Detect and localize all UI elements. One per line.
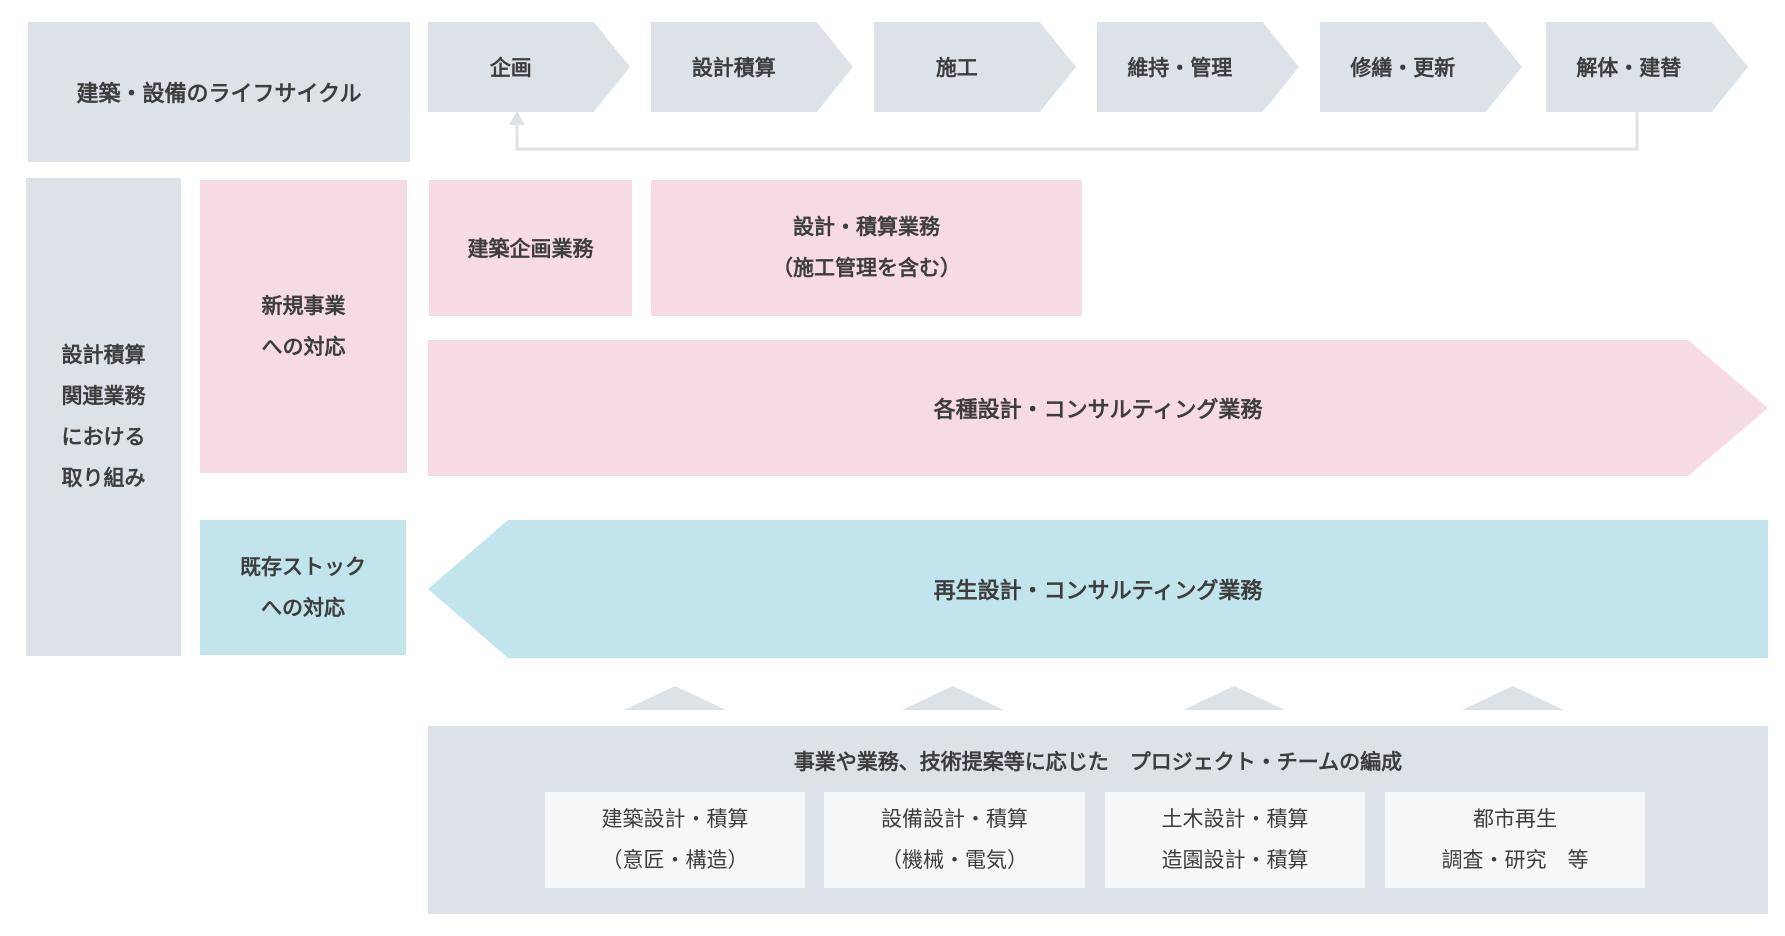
lifecycle-title-box: 建築・設備のライフサイクル	[28, 22, 410, 162]
consulting-arrow-label: 各種設計・コンサルティング業務	[933, 398, 1263, 423]
team-card-architecture: 建築設計・積算 （意匠・構造）	[545, 792, 805, 888]
phase-label: 修繕・更新	[1350, 56, 1456, 80]
phase-label: 設計積算	[691, 56, 776, 80]
existing-stock-label-line: 既存ストック	[240, 554, 366, 579]
team-card-line: （意匠・構造）	[601, 848, 749, 872]
planning-service-label: 建築企画業務	[467, 237, 594, 261]
initiatives-label-line: 設計積算	[61, 343, 146, 367]
initiatives-label-line: における	[61, 425, 146, 449]
phase-label: 施工	[935, 56, 978, 80]
phase-label: 企画	[489, 56, 532, 80]
up-triangle-icon	[902, 686, 1004, 710]
team-card-line: 建築設計・積算	[601, 807, 749, 831]
team-card-line: 都市再生	[1473, 807, 1557, 831]
existing-stock-label-line: への対応	[261, 595, 345, 620]
new-business-label-box: 新規事業 への対応	[200, 180, 407, 473]
up-triangle-icon	[1183, 686, 1285, 710]
regeneration-arrow-label: 再生設計・コンサルティング業務	[933, 579, 1263, 604]
initiatives-label-line: 関連業務	[61, 384, 146, 408]
new-business-label-line: への対応	[261, 334, 346, 359]
team-card-line: 設備設計・積算	[881, 807, 1028, 831]
project-team-heading: 事業や業務、技術提案等に応じた プロジェクト・チームの編成	[793, 750, 1403, 774]
team-card-line: 造園設計・積算	[1161, 848, 1309, 872]
existing-stock-label-box: 既存ストック への対応	[200, 520, 406, 655]
team-card-line: 調査・研究 等	[1441, 848, 1589, 872]
phase-label: 維持・管理	[1127, 56, 1233, 80]
phase-design-estimation: 設計積算	[651, 22, 853, 112]
design-service-line: 設計・積算業務	[793, 215, 940, 239]
phase-construction: 施工	[874, 22, 1076, 112]
design-service-box: 設計・積算業務 （施工管理を含む）	[651, 180, 1082, 316]
planning-service-box: 建築企画業務	[429, 180, 632, 316]
phase-maintenance: 維持・管理	[1097, 22, 1299, 112]
up-triangle-icon	[1462, 686, 1564, 710]
phase-repair-renewal: 修繕・更新	[1320, 22, 1522, 112]
phase-label: 解体・建替	[1576, 56, 1682, 80]
team-card-equipment: 設備設計・積算 （機械・電気）	[824, 792, 1085, 888]
design-service-line: （施工管理を含む）	[772, 256, 961, 280]
phase-planning: 企画	[428, 22, 630, 112]
consulting-arrow: 各種設計・コンサルティング業務	[428, 340, 1768, 476]
team-card-line: （機械・電気）	[881, 848, 1028, 872]
lifecycle-title: 建築・設備のライフサイクル	[76, 82, 362, 107]
new-business-label-line: 新規事業	[261, 293, 346, 318]
initiatives-label-box: 設計積算 関連業務 における 取り組み	[26, 178, 181, 656]
phase-demolition-rebuild: 解体・建替	[1546, 22, 1748, 112]
regeneration-arrow: 再生設計・コンサルティング業務	[428, 520, 1768, 658]
up-triangle-icon	[624, 686, 726, 710]
team-card-urban-research: 都市再生 調査・研究 等	[1385, 792, 1645, 888]
initiatives-label-line: 取り組み	[61, 466, 146, 490]
team-card-civil-landscape: 土木設計・積算 造園設計・積算	[1105, 792, 1365, 888]
team-card-line: 土木設計・積算	[1161, 807, 1309, 831]
project-team-panel: 事業や業務、技術提案等に応じた プロジェクト・チームの編成 建築設計・積算 （意…	[428, 726, 1768, 914]
